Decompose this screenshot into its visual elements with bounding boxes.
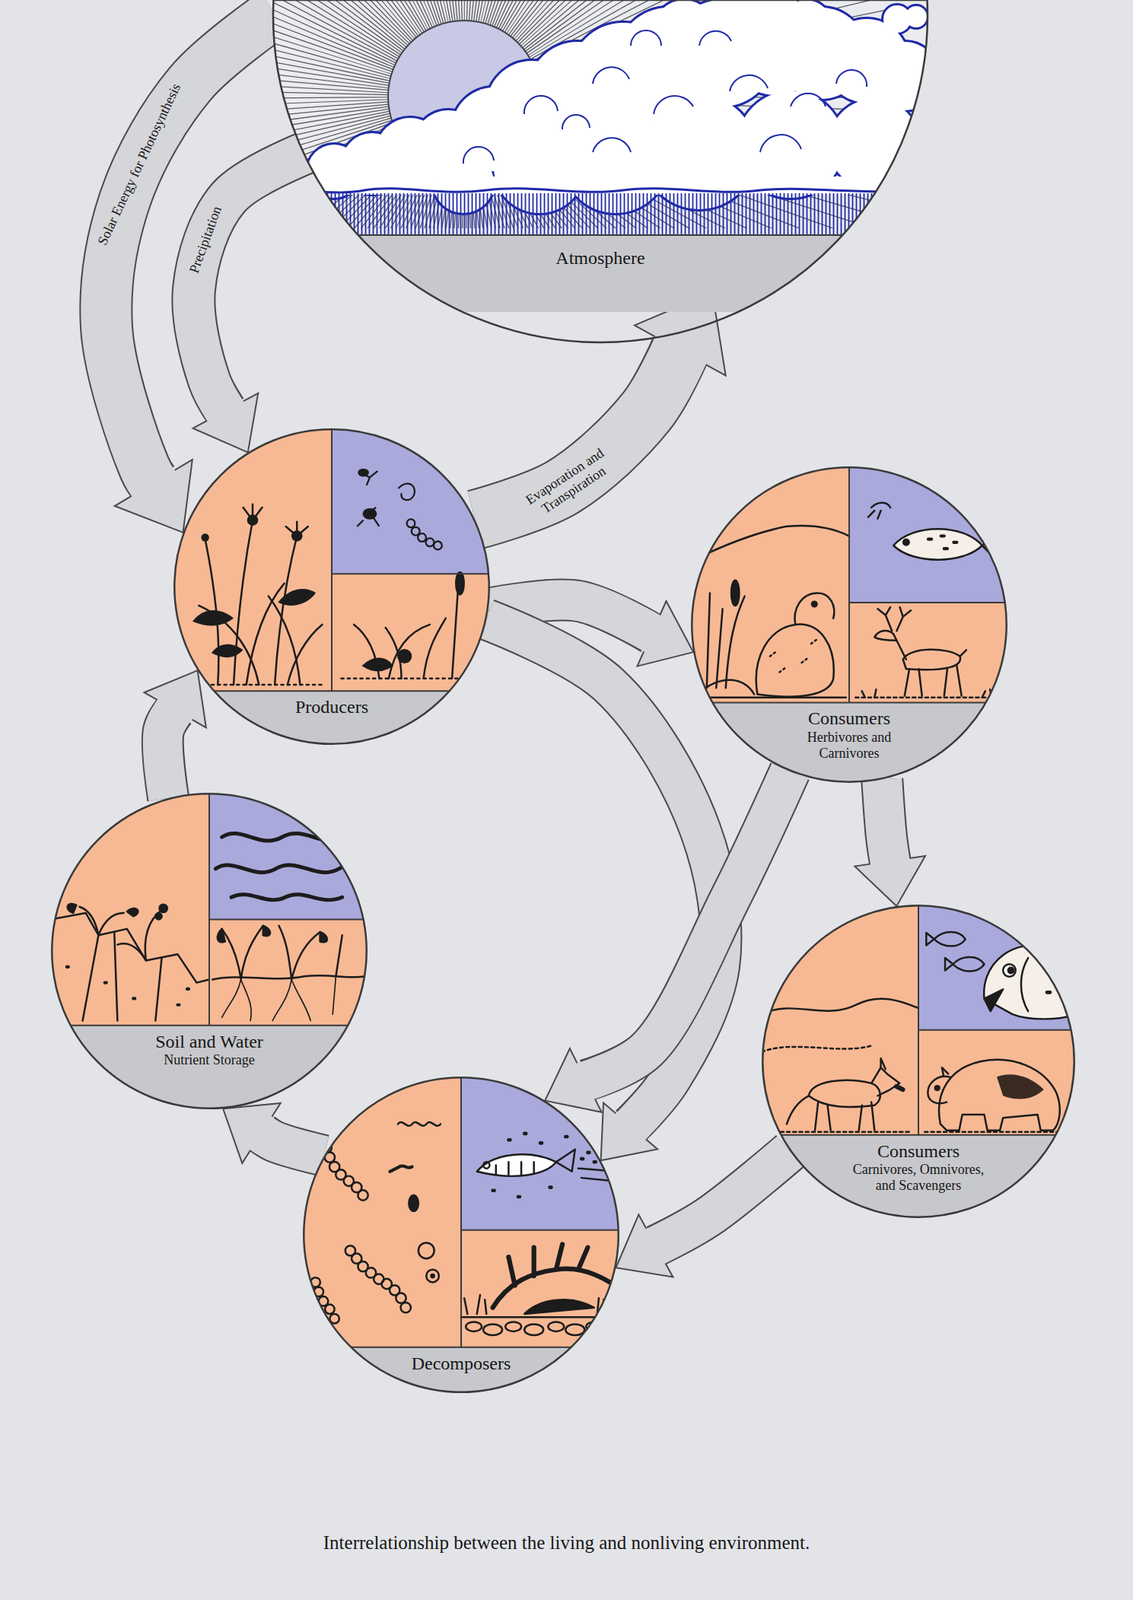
band-divider — [273, 234, 928, 236]
panel-dividers — [761, 904, 1076, 1136]
arrow-label-holder: Precipitation — [184, 200, 226, 278]
node-subtitle: Herbivores and Carnivores — [776, 729, 922, 761]
node-title: Soil and Water — [155, 1031, 264, 1054]
panel-dividers — [173, 428, 491, 691]
node-text-group: Soil and WaterNutrient Storage — [155, 1031, 264, 1069]
node-title: Atmosphere — [555, 248, 645, 270]
land-panel — [461, 1230, 620, 1348]
flow-arrow — [475, 292, 726, 520]
caption-holder: Interrelationship between the living and… — [0, 1532, 1133, 1554]
arrow-label: Evaporation and Transpiration — [510, 436, 629, 530]
flow-arrow — [544, 771, 790, 1113]
flow-arrow — [854, 779, 926, 907]
outline — [273, 0, 928, 343]
ecosystem-circle: ConsumersCarnivores, Omnivores, and Scav… — [761, 904, 1076, 1219]
arrow-body — [193, 148, 317, 415]
node-title: Consumers — [776, 708, 922, 730]
arrow-body — [257, 1130, 324, 1156]
flow-arrow — [193, 148, 318, 453]
node-title: Producers — [295, 696, 369, 719]
arrow-body — [652, 1151, 791, 1248]
water-panel — [209, 792, 368, 920]
flow-arrow — [615, 1151, 790, 1277]
node-subtitle: Nutrient Storage — [155, 1052, 264, 1069]
label-band — [761, 1135, 1076, 1219]
label-band — [50, 1025, 368, 1110]
panel-dividers — [690, 466, 1008, 703]
node-text-group: Atmosphere — [555, 248, 645, 270]
label-band — [302, 1347, 620, 1394]
node-text-group: Producers — [295, 696, 369, 719]
node-subtitle: Carnivores, Omnivores, and Scavengers — [848, 1161, 990, 1194]
node-title: Decomposers — [411, 1353, 512, 1375]
ecosystem-circle: ConsumersHerbivores and Carnivores — [690, 466, 1008, 783]
sun-and-clouds-illustration — [235, 0, 939, 325]
node-text-group: ConsumersCarnivores, Omnivores, and Scav… — [848, 1141, 990, 1194]
node-text-group: ConsumersHerbivores and Carnivores — [776, 708, 922, 761]
panel-dividers — [50, 792, 368, 1026]
outline — [303, 1077, 619, 1393]
organism-illustration — [690, 502, 1002, 698]
outline — [762, 905, 1075, 1218]
label-band — [273, 235, 928, 312]
outline — [691, 467, 1007, 783]
figure-caption: Interrelationship between the living and… — [323, 1532, 810, 1554]
arrow-body — [162, 706, 178, 799]
arrow-body — [881, 779, 891, 866]
ecosystem-circle: Producers — [173, 428, 491, 745]
arrow-label-holder: Solar Energy for Photosynthesis — [92, 78, 185, 251]
outline — [51, 793, 367, 1109]
panel-dividers — [302, 1076, 620, 1348]
land-panel — [331, 573, 491, 691]
flow-arrow — [143, 670, 206, 799]
flow-arrow — [222, 1103, 325, 1164]
atmosphere-half-circle: Atmosphere — [273, 0, 928, 312]
ecosystem-circle: Soil and WaterNutrient Storage — [50, 792, 368, 1110]
organism-illustration — [310, 1122, 620, 1336]
organism-illustration — [186, 469, 484, 685]
organism-illustration — [50, 833, 365, 1021]
arrow-body — [581, 771, 790, 1083]
arrow-label: Precipitation — [184, 200, 226, 278]
arrow-label: Solar Energy for Photosynthesis — [92, 78, 185, 251]
node-text-group: Decomposers — [411, 1353, 512, 1375]
ecosystem-circle: Decomposers — [302, 1076, 620, 1394]
outline — [174, 429, 490, 745]
node-title: Consumers — [848, 1141, 990, 1163]
land-panel — [209, 919, 368, 1025]
node-outline — [302, 1076, 620, 1394]
label-band — [690, 702, 1008, 783]
arrow-label-holder: Evaporation and Transpiration — [510, 436, 629, 530]
